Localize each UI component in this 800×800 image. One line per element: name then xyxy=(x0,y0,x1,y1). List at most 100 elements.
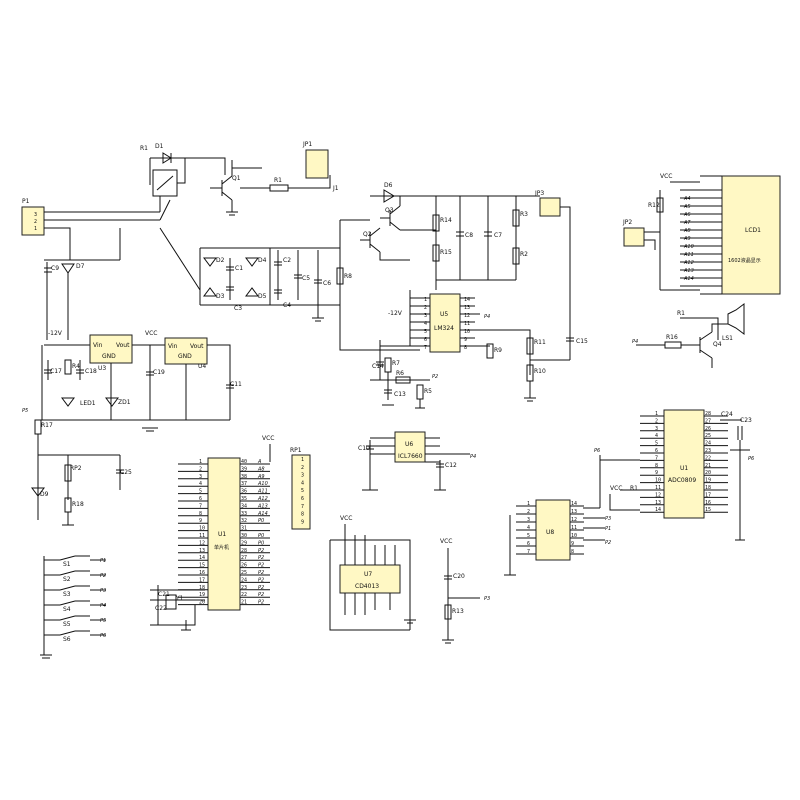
mcu-right-net-label: P2 xyxy=(258,585,264,591)
mcu-right-pin-number: 37 xyxy=(241,481,247,487)
resistor-r16 xyxy=(664,341,682,349)
u8-left-pin-number: 5 xyxy=(527,533,530,539)
mcu-right-pin-number: 34 xyxy=(241,503,247,509)
svg-text:A10: A10 xyxy=(683,244,694,250)
diode-d6 xyxy=(383,189,395,203)
switch-s4: S4 P4 xyxy=(44,600,106,613)
resistor-r13 xyxy=(444,604,452,620)
svg-text:JP3: JP3 xyxy=(534,190,544,197)
svg-text:D3: D3 xyxy=(216,293,225,300)
svg-text:P2: P2 xyxy=(100,573,106,579)
mcu-section: U1 单片机 VCC 12345678910111213141516171819… xyxy=(150,435,311,631)
svg-text:Vin: Vin xyxy=(168,343,178,350)
mcu-left-pin-number: 11 xyxy=(199,533,205,539)
speaker-ls1 xyxy=(727,303,745,335)
u8-right-pin-number: 13 xyxy=(571,509,577,515)
svg-text:R16: R16 xyxy=(666,334,678,341)
rp1-pin-number: 9 xyxy=(301,519,304,525)
svg-text:U6: U6 xyxy=(405,441,413,448)
lcd-pin-wires xyxy=(680,189,722,287)
adc-left-pin-number: 11 xyxy=(655,485,661,491)
u8-left-pin-number: 3 xyxy=(527,517,530,523)
mcu-right-net-label: P2 xyxy=(258,570,264,576)
mcu-right-net-label: A14 xyxy=(257,511,268,517)
svg-text:11: 11 xyxy=(464,321,470,327)
switch-s2: S2 P2 xyxy=(44,570,106,583)
svg-text:R18: R18 xyxy=(72,501,84,508)
resistor-r18 xyxy=(64,497,72,513)
u8-right-pin-number: 14 xyxy=(571,501,577,507)
svg-text:C12: C12 xyxy=(445,462,457,469)
svg-text:Q2: Q2 xyxy=(363,231,372,238)
jumper-jp2 xyxy=(623,227,645,247)
sensor-section: P5 R17 D9 RP2 R18 C25 xyxy=(22,408,132,526)
svg-text:2: 2 xyxy=(424,305,427,311)
svg-text:C13: C13 xyxy=(394,391,406,398)
mcu-left-pin-number: 15 xyxy=(199,563,205,569)
adc-right-pin-number: 22 xyxy=(705,455,711,461)
svg-text:R12: R12 xyxy=(648,202,660,209)
svg-text:1: 1 xyxy=(424,297,427,303)
resistor-r3 xyxy=(512,209,520,227)
svg-text:ZD1: ZD1 xyxy=(118,399,131,406)
mcu-right-net-label: A12 xyxy=(257,496,268,502)
svg-text:S5: S5 xyxy=(63,621,71,628)
connector-p1 xyxy=(21,206,45,236)
svg-text:6: 6 xyxy=(424,337,427,343)
svg-text:VCC: VCC xyxy=(660,173,672,180)
svg-text:2: 2 xyxy=(34,219,37,225)
adc-left-pin-number: 3 xyxy=(655,426,658,432)
resistor-r11 xyxy=(526,337,534,355)
svg-text:VCC: VCC xyxy=(262,435,274,442)
mcu-left-pin-number: 9 xyxy=(199,518,202,524)
diode-d2 xyxy=(203,257,217,267)
svg-text:-12V: -12V xyxy=(388,310,403,317)
svg-text:P2: P2 xyxy=(605,540,611,546)
svg-text:P4: P4 xyxy=(470,454,476,460)
svg-text:A13: A13 xyxy=(683,268,694,274)
svg-text:C8: C8 xyxy=(465,232,473,239)
rectifier-section: C9 D7 D2 D3 D4 D5 C1 C3 C2 C4 C5 C6 xyxy=(44,227,340,340)
adc-left-pin-number: 1 xyxy=(655,411,658,417)
mcu-left-pin-number: 7 xyxy=(199,503,202,509)
resistor-r14 xyxy=(432,214,440,232)
power-section: -12V Vin Vout GND U3 VCC Vin Vout GND U4… xyxy=(41,330,242,432)
svg-text:LED1: LED1 xyxy=(80,400,96,407)
svg-text:C10: C10 xyxy=(358,445,370,452)
adc-left-pin-number: 14 xyxy=(655,507,661,513)
svg-text:A4: A4 xyxy=(683,196,691,202)
switch-s6: S6 P6 xyxy=(44,630,106,643)
adc-right-pin-number: 17 xyxy=(705,492,711,498)
adc-right-pin-number: 18 xyxy=(705,485,711,491)
chip-u1-mcu xyxy=(207,457,241,611)
zener-zd1 xyxy=(105,397,119,407)
mcu-right-pin-number: 27 xyxy=(241,555,247,561)
svg-text:C17: C17 xyxy=(50,368,62,375)
svg-text:P5: P5 xyxy=(100,618,106,624)
icl7660-section: U6 ICL7660 C10 C12 P4 xyxy=(358,431,476,491)
svg-text:8: 8 xyxy=(464,345,467,351)
svg-text:U1: U1 xyxy=(680,465,688,472)
svg-text:Vout: Vout xyxy=(116,342,130,349)
resistor-r6 xyxy=(395,376,411,384)
svg-text:C6: C6 xyxy=(323,280,331,287)
mcu-right-net-label: A9 xyxy=(257,474,265,480)
svg-text:S4: S4 xyxy=(63,606,71,613)
resistor-r12 xyxy=(656,197,664,213)
mcu-left-pin-number: 12 xyxy=(199,540,205,546)
svg-text:GND: GND xyxy=(102,353,116,360)
switch-section: S1 P1 S2 P2 S3 P3 S4 P4 S5 P5 S6 P6 xyxy=(40,555,106,659)
resistor-r7 xyxy=(384,357,392,373)
svg-text:VCC: VCC xyxy=(145,330,157,337)
svg-text:C14: C14 xyxy=(372,363,384,370)
svg-text:R15: R15 xyxy=(440,249,452,256)
regulator-u4 xyxy=(164,337,208,365)
label-p1: P1 xyxy=(22,198,30,205)
mcu-right-pin-number: 21 xyxy=(241,600,247,606)
mcu-left-pin-number: 18 xyxy=(199,585,205,591)
mcu-right-net-label: P2 xyxy=(258,600,264,606)
